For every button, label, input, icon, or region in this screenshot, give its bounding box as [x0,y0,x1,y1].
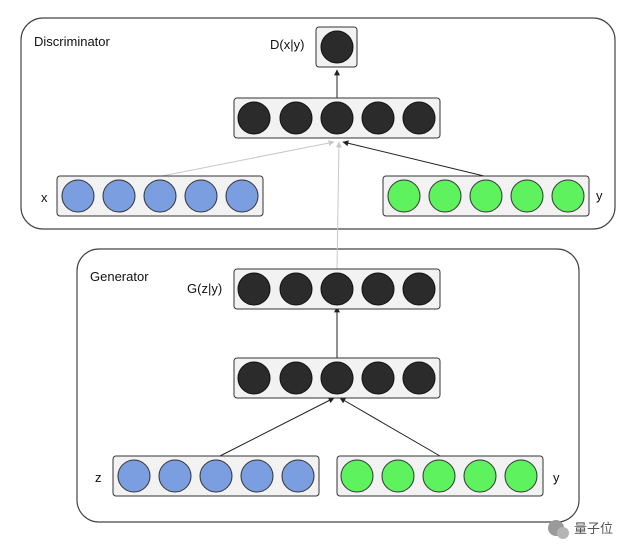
discriminator-hidden-unit [361,101,395,135]
edge-z-to-gen-hidden [219,397,335,457]
watermark: 量子位 [548,520,613,539]
discriminator-panel-border [20,17,616,230]
discriminator-hidden-layer [233,97,441,139]
edge-gen-output-to-disc-hidden [335,141,342,270]
generator-z-unit [117,459,151,493]
generator-output-unit [402,272,436,306]
generator-z-unit [158,459,192,493]
generator-hidden-unit [361,361,395,395]
generator-y-input: y [336,455,560,497]
generator-y-unit [504,459,538,493]
generator-z-unit [281,459,315,493]
discriminator-x-input: x [41,175,264,217]
generator-panel-border [76,248,580,523]
edge-y-to-gen-hidden [339,397,441,457]
connections [161,69,485,457]
discriminator-x-unit [143,179,177,213]
generator-hidden-layer [233,357,441,399]
discriminator-y-unit [387,179,421,213]
generator-z-unit [199,459,233,493]
generator-panel: Generator [76,248,580,523]
generator-z-label: z [95,470,102,485]
generator-hidden-unit [320,361,354,395]
discriminator-y-unit [510,179,544,213]
generator-hidden-unit [402,361,436,395]
discriminator-y-unit [428,179,462,213]
discriminator-hidden-unit [237,101,271,135]
discriminator-y-label: y [596,188,603,203]
generator-y-unit [422,459,456,493]
wechat-icon-secondary [557,527,569,539]
generator-z-input: z [95,455,320,497]
discriminator-output: D(x|y) [270,26,358,68]
discriminator-hidden-unit [402,101,436,135]
discriminator-x-unit [184,179,218,213]
generator-output-unit [237,272,271,306]
discriminator-x-unit [61,179,95,213]
generator-hidden-unit [237,361,271,395]
generator-output-unit [320,272,354,306]
discriminator-title: Discriminator [34,34,111,49]
generator-output-unit [361,272,395,306]
edge-y-to-disc-hidden [342,140,485,177]
watermark-text: 量子位 [574,522,613,537]
discriminator-hidden-unit [320,101,354,135]
generator-title: Generator [90,269,149,284]
discriminator-y-input: y [382,175,603,217]
discriminator-panel: Discriminator [20,17,616,230]
generator-output-unit [279,272,313,306]
generator-y-unit [381,459,415,493]
generator-output-layer: G(z|y) [187,268,441,310]
generator-z-unit [240,459,274,493]
edge-x-to-disc-hidden [161,140,335,177]
discriminator-hidden-unit [279,101,313,135]
discriminator-x-label: x [41,190,48,205]
generator-output-label: G(z|y) [187,281,222,296]
discriminator-output-unit [320,30,354,64]
discriminator-output-label: D(x|y) [270,37,304,52]
discriminator-y-unit [469,179,503,213]
discriminator-y-unit [551,179,585,213]
generator-y-label: y [553,470,560,485]
discriminator-x-unit [225,179,259,213]
generator-hidden-unit [279,361,313,395]
discriminator-x-unit [102,179,136,213]
generator-y-unit [463,459,497,493]
generator-y-unit [340,459,374,493]
